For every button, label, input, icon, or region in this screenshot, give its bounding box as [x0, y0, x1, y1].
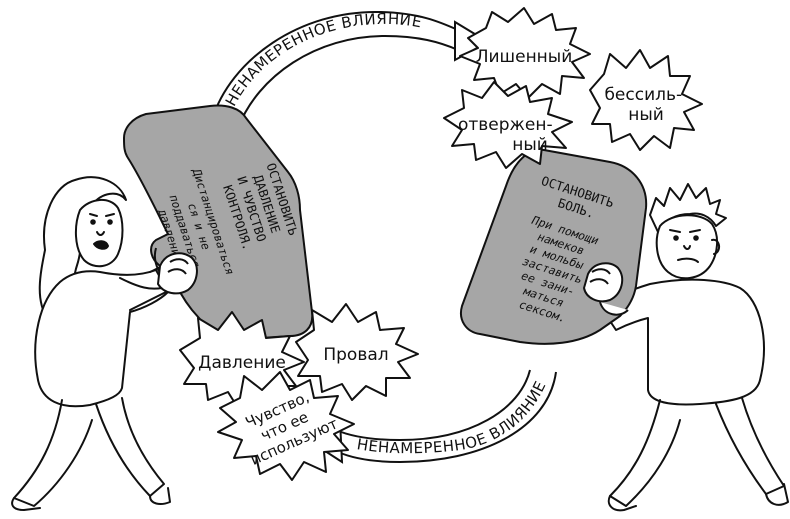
burst-bessilny-label: бессиль- ный — [604, 85, 687, 125]
left-person — [11, 176, 202, 511]
burst-otverzhenny-label: отвержен- ный — [458, 115, 558, 155]
burst-lishenny: Лишенный — [459, 7, 591, 99]
right-hand — [583, 262, 629, 316]
top-influence-arrow: НЕНАМЕРЕННОЕ ВЛИЯНИЕ — [211, 10, 491, 129]
burst-lishenny-label: Лишенный — [476, 47, 573, 67]
burst-chuvstvo: Чувство, что ее используют — [217, 371, 355, 481]
burst-proval: Провал — [295, 303, 419, 401]
burst-davlenie-label: Давление — [198, 353, 286, 373]
left-hand — [157, 252, 198, 295]
left-shield-panel: ОСТАНОВИТЬ ДАВЛЕНИЕ И ЧУВСТВО КОНТРОЛЯ. … — [123, 104, 314, 341]
burst-proval-label: Провал — [323, 345, 388, 365]
right-person — [599, 183, 789, 512]
burst-otverzhenny: отвержен- ный — [443, 81, 573, 169]
burst-bessilny: бессиль- ный — [589, 49, 703, 151]
